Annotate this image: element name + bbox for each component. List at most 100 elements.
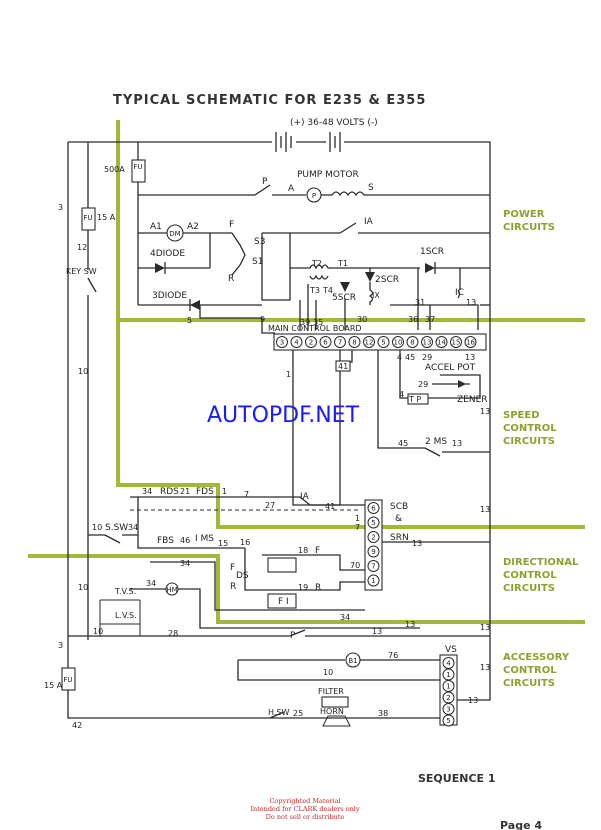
board-terminal-label: 15 bbox=[452, 339, 461, 347]
main-board-label: MAIN CONTROL BOARD bbox=[268, 324, 362, 333]
svg-text:13: 13 bbox=[466, 298, 476, 307]
contact-s1: S1 bbox=[252, 257, 263, 267]
board-terminal-label: 8 bbox=[352, 339, 356, 347]
diode-4: 4DIODE bbox=[138, 249, 210, 274]
svg-text:10: 10 bbox=[78, 367, 88, 376]
svg-text:30: 30 bbox=[357, 315, 367, 324]
vs-terminal-label: 5 bbox=[446, 717, 450, 725]
board-terminal bbox=[363, 336, 375, 348]
directional-band bbox=[28, 554, 585, 624]
board-terminal bbox=[406, 336, 419, 348]
drive-motor-dm: DM bbox=[169, 230, 180, 238]
scb-terminal-label: 9 bbox=[371, 548, 375, 556]
scb-terminal bbox=[367, 531, 380, 543]
left-bus: FU 15 A 3 FU 15 A 12 KEY SW 10 3 10 42 bbox=[44, 141, 290, 730]
svg-text:42: 42 bbox=[72, 721, 82, 730]
battery-label: (+) 36-48 VOLTS (-) bbox=[290, 118, 378, 128]
speed-circuits: 1 41 4 45 29 13 ACCEL POT T P 4 ZENER 29… bbox=[286, 305, 491, 640]
scr1-icon bbox=[425, 263, 435, 273]
t1-label: T1 bbox=[337, 259, 348, 268]
scb-terminal-label: 1 bbox=[371, 577, 375, 585]
2ms-label: 2 MS bbox=[425, 437, 447, 447]
svg-text:18: 18 bbox=[298, 546, 308, 555]
svg-text:10: 10 bbox=[92, 523, 102, 532]
svg-text:1: 1 bbox=[355, 514, 360, 523]
board-terminal bbox=[450, 336, 462, 348]
board-terminal bbox=[305, 336, 317, 348]
accessory-section-line1: ACCESSORY bbox=[503, 652, 570, 663]
svg-text:T P: T P bbox=[408, 395, 421, 404]
drive-r: R bbox=[228, 274, 234, 284]
scb-label: SCB bbox=[390, 502, 408, 512]
battery: (+) 36-48 VOLTS (-) bbox=[138, 118, 491, 305]
svg-text:4: 4 bbox=[399, 390, 404, 399]
svg-text:34: 34 bbox=[180, 559, 190, 568]
svg-text:41: 41 bbox=[338, 362, 348, 371]
svg-text:27: 27 bbox=[265, 501, 275, 510]
page-number: Page 4 bbox=[500, 819, 542, 830]
board-terminal bbox=[348, 336, 361, 348]
ds-label: DS bbox=[236, 571, 249, 581]
scb-terminal bbox=[367, 574, 380, 587]
board-terminal bbox=[421, 336, 433, 348]
vs-terminal-label: 3 bbox=[446, 706, 450, 714]
scb-terminal bbox=[367, 560, 380, 572]
svg-text:9: 9 bbox=[260, 315, 265, 324]
directional-circuits: 34 RDS 21 FDS 1 7 IA 41 27 1 7 10 S.SW 3… bbox=[88, 487, 420, 629]
svg-text:76: 76 bbox=[388, 651, 398, 660]
svg-text:F: F bbox=[315, 546, 320, 556]
copyright-line1: Copyrighted Material bbox=[269, 797, 340, 805]
board-terminal-label: 8 bbox=[410, 339, 414, 347]
ix-label: IX bbox=[372, 291, 380, 300]
scb-amp: & bbox=[395, 514, 402, 524]
svg-text:34: 34 bbox=[340, 613, 350, 622]
svg-text:FU: FU bbox=[83, 214, 92, 222]
directional-section-line1: DIRECTIONAL bbox=[503, 557, 579, 568]
sequence-label: SEQUENCE 1 bbox=[418, 772, 496, 785]
svg-text:13: 13 bbox=[480, 407, 490, 416]
svg-text:41: 41 bbox=[325, 502, 335, 511]
svg-text:B1: B1 bbox=[348, 657, 357, 665]
board-terminal-label: 13 bbox=[423, 339, 432, 347]
board-terminal-label: 7 bbox=[338, 339, 342, 347]
speed-band bbox=[116, 320, 585, 529]
svg-text:35: 35 bbox=[313, 318, 323, 327]
svg-text:3: 3 bbox=[58, 641, 63, 650]
accessory-section-line3: CIRCUITS bbox=[503, 678, 555, 689]
drive-a1: A1 bbox=[150, 222, 162, 232]
board-terminal-label: 5 bbox=[381, 339, 385, 347]
board-terminal-label: 16 bbox=[466, 339, 475, 347]
svg-text:13: 13 bbox=[465, 353, 475, 362]
svg-text:70: 70 bbox=[350, 561, 360, 570]
schematic-title: TYPICAL SCHEMATIC FOR E235 & E355 bbox=[113, 93, 426, 108]
speed-section-line1: SPEED bbox=[503, 410, 540, 421]
rds-label: RDS bbox=[160, 487, 179, 497]
board-terminal-label: 4 bbox=[294, 339, 299, 347]
horn-switch-label: H.SW bbox=[268, 708, 289, 717]
t4-label: T4 bbox=[322, 286, 333, 295]
svg-text:13: 13 bbox=[412, 539, 422, 548]
seat-switch-label: S.SW bbox=[105, 523, 128, 533]
svg-text:29: 29 bbox=[422, 353, 432, 362]
filter-icon bbox=[321, 696, 349, 708]
pump-motor-circuit: PUMP MOTOR P A P S bbox=[138, 170, 490, 203]
scr-section: T2 T1 T3 T4 1SCR 2SCR IX 5SCR IC 31 13 bbox=[290, 247, 490, 330]
scr2-label: 2SCR bbox=[375, 275, 399, 285]
svg-text:34: 34 bbox=[146, 579, 156, 588]
board-terminal bbox=[290, 336, 303, 348]
tvs-label: T.V.S. bbox=[114, 587, 136, 596]
board-terminal bbox=[319, 336, 332, 348]
diode-4-label: 4DIODE bbox=[150, 249, 185, 259]
svg-text:10: 10 bbox=[93, 627, 103, 636]
svg-text:HM: HM bbox=[166, 586, 177, 594]
vs-terminal bbox=[442, 714, 455, 727]
key-switch-label: KEY SW bbox=[66, 267, 97, 276]
fi-coil-label: F I bbox=[278, 597, 289, 607]
accessory-circuits: T.V.S. L.V.S. 10 28 P 13 B1 76 10 VS 411… bbox=[68, 505, 491, 727]
contact-s3: S3 bbox=[254, 237, 265, 247]
svg-text:10: 10 bbox=[78, 583, 88, 592]
